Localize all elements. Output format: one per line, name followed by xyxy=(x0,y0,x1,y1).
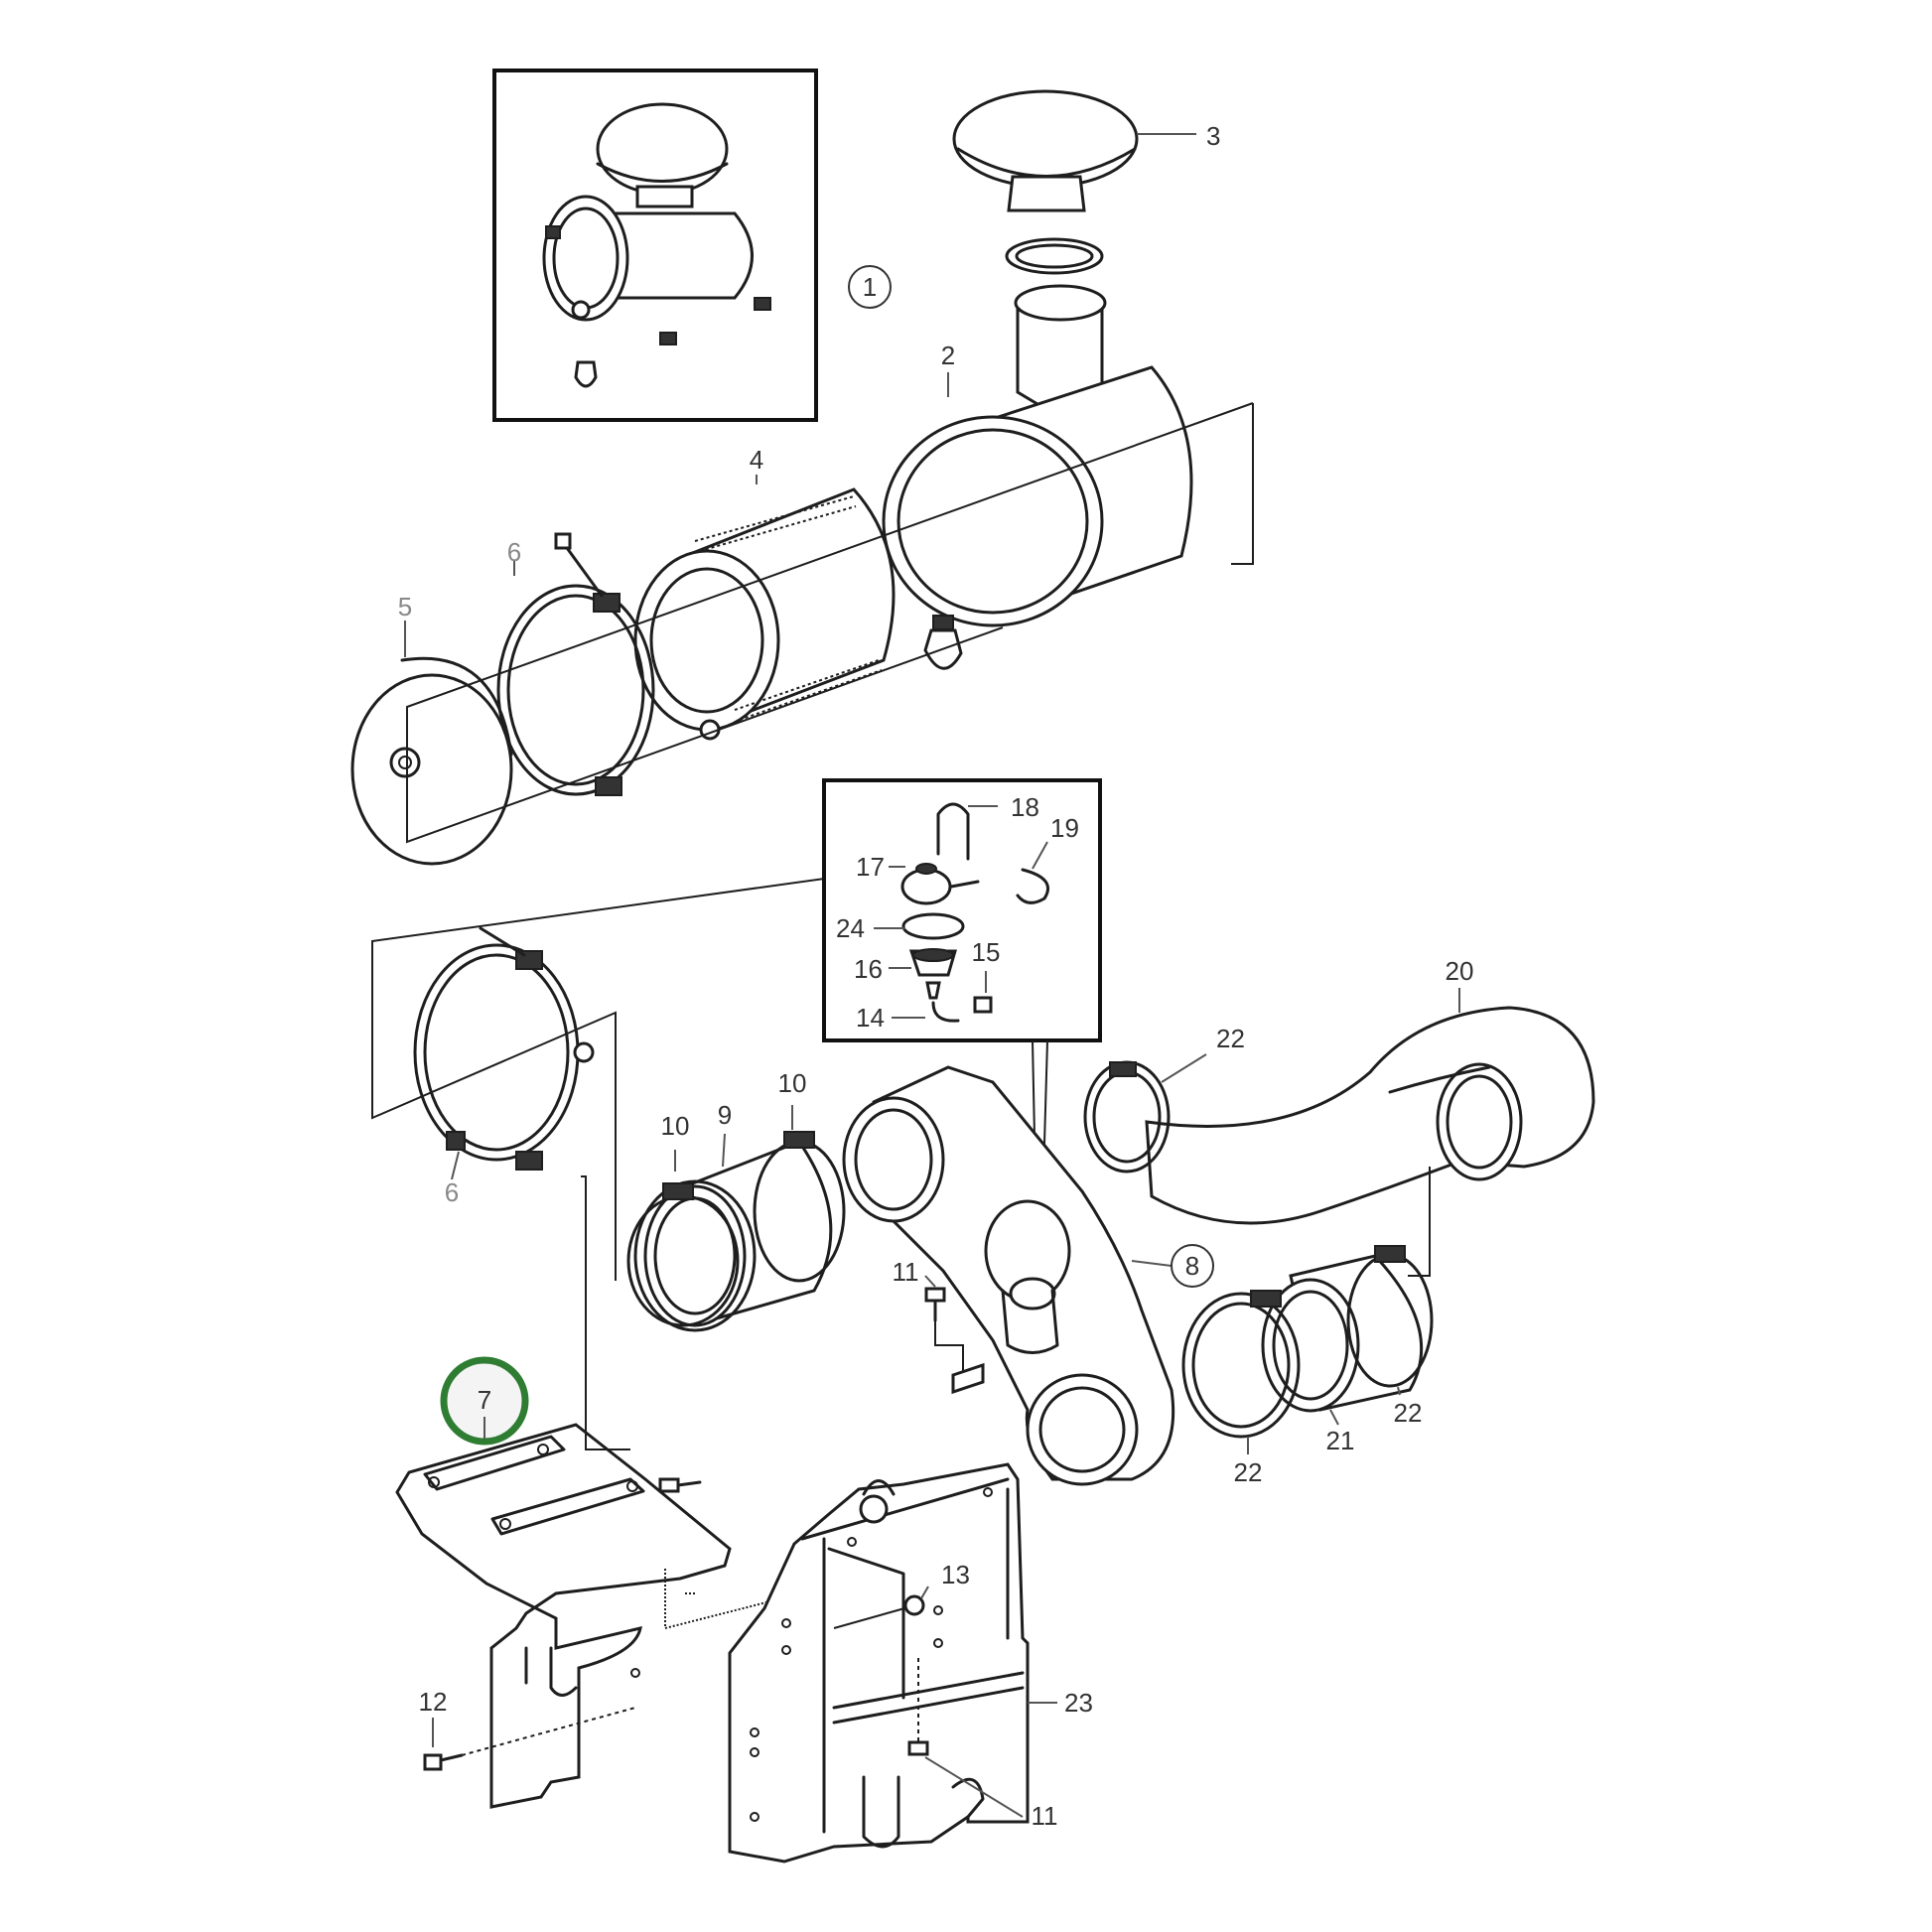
callout-23: 23 xyxy=(1064,1688,1093,1718)
part-3-rain-cap xyxy=(952,89,1139,275)
callout-3: 3 xyxy=(1206,121,1220,151)
callout-8: 8 xyxy=(1185,1251,1199,1281)
part-22-clamp-upper xyxy=(1083,1060,1171,1173)
callout-9: 9 xyxy=(718,1100,732,1130)
callout-11-lower: 11 xyxy=(1032,1801,1058,1831)
callout-circle-8 xyxy=(1171,1244,1214,1288)
callout-22-left: 22 xyxy=(1234,1457,1263,1487)
part-23-mounting-stand xyxy=(728,1462,1030,1863)
callout-18: 18 xyxy=(1011,792,1039,822)
callout-12: 12 xyxy=(419,1687,448,1717)
callout-6-upper: 6 xyxy=(507,537,521,567)
callout-10-left: 10 xyxy=(661,1111,690,1141)
part-9-hose xyxy=(633,1140,846,1332)
callout-22-right: 22 xyxy=(1394,1398,1423,1428)
part-7-bracket xyxy=(395,1423,732,1809)
part-20-hose xyxy=(1145,1006,1595,1225)
part-6-clamp-lower xyxy=(413,926,595,1171)
callout-14: 14 xyxy=(856,1003,885,1033)
callout-7: 7 xyxy=(478,1385,491,1415)
part-2-filter-housing xyxy=(882,284,1193,670)
callout-21: 21 xyxy=(1326,1426,1355,1455)
callout-16: 16 xyxy=(854,954,883,984)
callout-24: 24 xyxy=(836,913,865,943)
callout-6-lower: 6 xyxy=(445,1177,459,1207)
callout-circle-7-highlight xyxy=(440,1356,529,1446)
part-21-hose xyxy=(1261,1253,1434,1413)
callout-22-upper: 22 xyxy=(1216,1024,1245,1053)
callout-15: 15 xyxy=(972,937,1001,967)
part-4-filter-element xyxy=(633,487,896,741)
callout-19: 19 xyxy=(1050,813,1079,843)
part-12-screw xyxy=(423,1707,636,1771)
part-11-screw-lower xyxy=(907,1658,929,1756)
callout-5: 5 xyxy=(398,592,412,621)
callout-circle-1 xyxy=(848,265,892,309)
part-22-clamps-lower xyxy=(1181,1245,1406,1439)
inset-assembled-filter xyxy=(492,69,818,422)
callout-20: 20 xyxy=(1446,956,1474,986)
part-8-intake-pipe xyxy=(842,1065,1175,1486)
callout-2: 2 xyxy=(941,341,955,370)
part-13-screw xyxy=(833,1594,925,1629)
callout-17: 17 xyxy=(856,852,885,882)
inset-service-indicator xyxy=(822,778,1102,1042)
callout-10-right: 10 xyxy=(778,1068,807,1098)
callout-1: 1 xyxy=(863,272,877,302)
callout-4: 4 xyxy=(750,445,763,475)
callout-11-upper: 11 xyxy=(893,1257,919,1287)
part-11-screw-upper xyxy=(924,1287,985,1395)
part-5-end-cover xyxy=(350,656,513,866)
indicator-inset-frame xyxy=(822,778,1102,1042)
callout-13: 13 xyxy=(941,1560,970,1589)
part-6-clamp-upper xyxy=(496,532,655,796)
part-10-clamps xyxy=(626,1131,815,1327)
